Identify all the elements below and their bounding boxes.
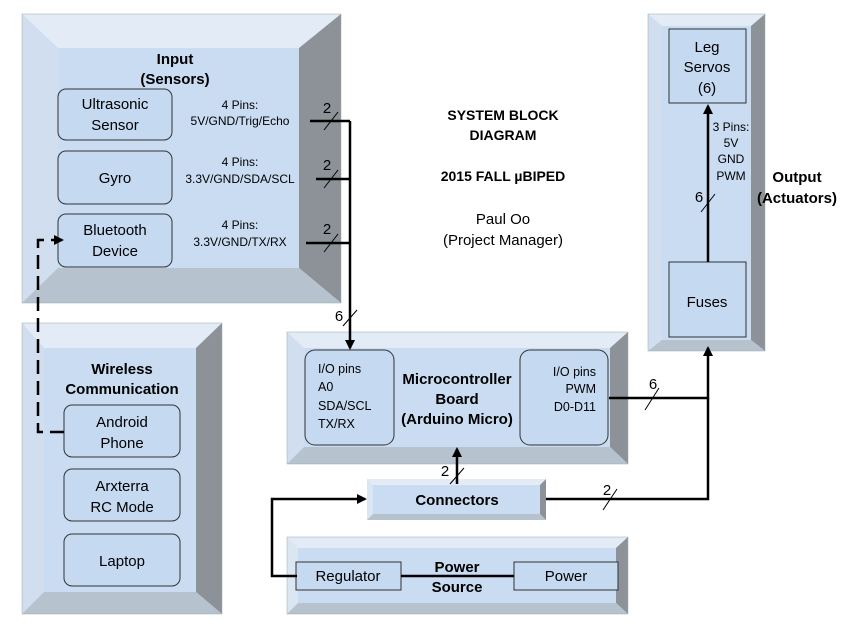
svg-text:I/O pins: I/O pins <box>553 365 596 379</box>
mcu-left-io-block: I/O pins A0 SDA/SCL TX/RX <box>304 349 395 446</box>
mcu-title-model: (Arduino Micro) <box>401 411 513 428</box>
svg-text:Arxterra: Arxterra <box>95 478 149 495</box>
bus-width-labels: 2 2 2 6 6 2 2 6 <box>323 100 703 499</box>
sensor-pin-labels: 4 Pins: 5V/GND/Trig/Echo 4 Pins: 3.3V/GN… <box>185 98 295 249</box>
fuses-block: Fuses <box>668 261 747 338</box>
android-phone-block: Android Phone <box>63 404 181 458</box>
svg-text:3.3V/GND/SDA/SCL: 3.3V/GND/SDA/SCL <box>185 172 295 186</box>
svg-text:Power: Power <box>545 568 588 585</box>
servo-pin-labels: 3 Pins: 5V GND PWM <box>713 120 750 183</box>
svg-text:SDA/SCL: SDA/SCL <box>318 399 372 413</box>
svg-text:I/O pins: I/O pins <box>318 362 361 376</box>
output-panel: Leg Servos (6) Fuses 3 Pins: 5V GND PWM <box>647 13 766 352</box>
microcontroller-panel: I/O pins A0 SDA/SCL TX/RX I/O pins PWM D… <box>286 331 629 465</box>
author-name: Paul Oo <box>476 211 530 228</box>
svg-text:Bluetooth: Bluetooth <box>83 222 146 239</box>
svg-text:2: 2 <box>323 100 331 117</box>
arxterra-rc-mode-block: Arxterra RC Mode <box>63 468 181 522</box>
wireless-title: Wireless <box>91 361 153 378</box>
svg-text:TX/RX: TX/RX <box>318 417 355 431</box>
bus-slashes <box>323 111 716 511</box>
svg-text:PWM: PWM <box>716 169 745 183</box>
svg-text:3.3V/GND/TX/RX: 3.3V/GND/TX/RX <box>193 235 286 249</box>
svg-text:5V: 5V <box>724 136 739 150</box>
svg-text:Regulator: Regulator <box>315 568 380 585</box>
svg-text:6: 6 <box>649 376 657 393</box>
leg-servos-block: Leg Servos (6) <box>668 28 747 104</box>
wireless-link-dashed <box>36 235 64 434</box>
svg-text:2: 2 <box>323 221 331 238</box>
svg-text:Leg: Leg <box>694 39 719 56</box>
svg-text:5V/GND/Trig/Echo: 5V/GND/Trig/Echo <box>191 114 290 128</box>
connectors-label: Connectors <box>415 492 498 509</box>
svg-text:Fuses: Fuses <box>687 294 728 311</box>
mcu-title-board: Board <box>435 391 478 408</box>
wireless-communication-panel: Wireless Communication Android Phone Arx… <box>21 322 223 615</box>
project-name: 2015 FALL µBIPED <box>441 168 566 184</box>
svg-text:Phone: Phone <box>100 435 143 452</box>
svg-text:4 Pins:: 4 Pins: <box>222 98 259 112</box>
regulator-to-connectors-wire <box>270 494 367 578</box>
output-title: Output <box>772 169 821 186</box>
svg-text:4 Pins:: 4 Pins: <box>222 218 259 232</box>
svg-text:(6): (6) <box>698 80 716 97</box>
connectors-to-fuses-wire <box>546 398 710 501</box>
svg-text:Gyro: Gyro <box>99 170 132 187</box>
output-subtitle: (Actuators) <box>757 190 837 207</box>
svg-text:Ultrasonic: Ultrasonic <box>82 96 149 113</box>
wireless-subtitle: Communication <box>65 381 178 398</box>
svg-text:PWM: PWM <box>565 382 596 396</box>
power-source-panel: Regulator Power Power Source <box>286 536 629 615</box>
svg-text:2: 2 <box>323 157 331 174</box>
svg-text:6: 6 <box>335 308 343 325</box>
power-block: Power <box>513 561 619 591</box>
input-title: Input <box>157 51 194 68</box>
input-subtitle: (Sensors) <box>140 71 209 88</box>
regulator-block: Regulator <box>295 561 402 591</box>
svg-text:D0-D11: D0-D11 <box>554 400 596 414</box>
power-title: Power <box>434 559 479 576</box>
svg-text:Laptop: Laptop <box>99 553 145 570</box>
gyro-block: Gyro <box>57 150 173 205</box>
ultrasonic-sensor-block: Ultrasonic Sensor <box>57 88 173 141</box>
mcu-title: Microcontroller <box>402 371 511 388</box>
power-subtitle: Source <box>432 579 483 596</box>
svg-text:Device: Device <box>92 243 138 260</box>
svg-text:Servos: Servos <box>684 59 731 76</box>
connection-wires <box>270 104 713 578</box>
svg-text:6: 6 <box>695 189 703 206</box>
svg-text:GND: GND <box>718 152 745 166</box>
mcu-right-io-block: I/O pins PWM D0-D11 <box>519 349 609 446</box>
svg-text:Sensor: Sensor <box>91 117 139 134</box>
svg-text:Android: Android <box>96 414 148 431</box>
svg-text:4 Pins:: 4 Pins: <box>222 155 259 169</box>
svg-text:3 Pins:: 3 Pins: <box>713 120 750 134</box>
svg-text:2: 2 <box>603 482 611 499</box>
bluetooth-device-block: Bluetooth Device <box>57 213 173 268</box>
svg-text:RC Mode: RC Mode <box>90 499 153 516</box>
svg-text:A0: A0 <box>318 380 333 394</box>
diagram-title-line2: DIAGRAM <box>470 127 537 143</box>
diagram-title-line1: SYSTEM BLOCK <box>447 107 558 123</box>
connectors-block: Connectors <box>367 479 546 520</box>
diagram-title-block: SYSTEM BLOCK DIAGRAM 2015 FALL µBIPED Pa… <box>441 107 566 249</box>
input-panel: Input (Sensors) Ultrasonic Sensor Gyro B… <box>21 13 342 304</box>
author-role: (Project Manager) <box>443 232 563 249</box>
svg-text:2: 2 <box>441 463 449 480</box>
laptop-block: Laptop <box>63 533 181 587</box>
